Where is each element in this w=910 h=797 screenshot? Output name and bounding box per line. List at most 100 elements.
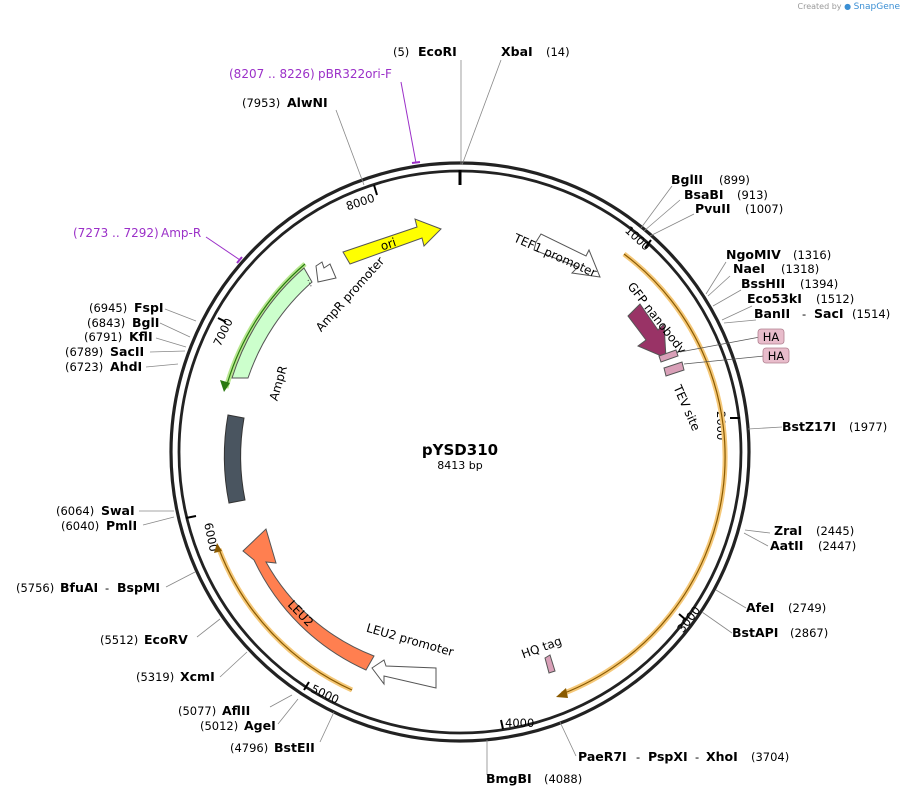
site-ngomiv-pos: (1316) [793,248,831,262]
orf-arc-ampr-core [225,263,306,389]
site-bsabi-pos: (913) [737,188,768,202]
site-aatii-name: AatII [770,538,803,553]
site-zrai-name: ZraI [774,523,802,538]
feature-ori-label: ori [379,235,398,253]
credit-prefix: Created by [797,2,842,11]
site-paer7i-sep1: - [636,750,640,764]
site-eco53ki-name: Eco53kI [747,291,802,306]
primer-ampr-arrow [236,256,243,264]
site-sacii-pos: (6789) [65,345,103,359]
feature-ampr-promoter-label: AmpR promoter [313,254,387,334]
site-banii-pos: (1514) [852,307,890,321]
site-bfuai-pos: (5756) [16,581,54,595]
site-aatii-pos: (2447) [818,539,856,553]
site-kfli-name: KflI [129,329,153,344]
site-bstz17i-pos: (1977) [849,420,887,434]
site-ahdi-name: AhdI [110,359,142,374]
feature-leu2-promoter-label: LEU2 promoter [365,621,456,659]
primer-pbr322ori-leader [400,81,417,164]
tick-3000: 3000 [674,603,703,635]
tick-label-6000: 6000 [201,521,221,553]
feature-ori[interactable] [342,218,442,265]
site-bfuai-name: BfuAI [60,580,98,595]
feature-ampr-label: AmpR [267,364,290,402]
site-pvuii-name: PvuII [695,201,731,216]
primer-pbr322ori-arrow [411,161,421,164]
backbone-outer [169,161,751,743]
feature-ha2-box[interactable] [762,347,790,364]
site-bmgbi-name: BmgBI [486,771,532,786]
site-alwni-name: AlwNI [287,95,328,110]
site-agei-pos: (5012) [200,719,238,733]
orf-arc-left-core [218,548,353,691]
primer-pbr322ori-name: pBR322ori-F [318,67,392,81]
tick-label-7000: 7000 [210,316,235,348]
tick-label-1000: 1000 [622,223,653,253]
site-ahdi-pos: (6723) [65,360,103,374]
site-naei-pos: (1318) [781,262,819,276]
site-bsteii-name: BstEII [274,740,315,755]
credit-brand: SnapGene [853,2,900,12]
ha2-leader [683,355,765,365]
primer-ampr-range: (7273 .. 7292) [73,226,159,240]
feature-gfp-nanobody[interactable] [627,303,667,359]
site-ecorv-name: EcoRV [144,632,188,647]
site-ecori-name: EcoRI [418,44,457,59]
feature-cen-ars-label: CEN/ARS [256,451,276,506]
site-afei-pos: (2749) [788,601,826,615]
tick-1000: 1000 [622,223,653,253]
orf-arc-right-head [556,688,568,698]
primer-ampr-leader [205,236,241,261]
site-fspi-name: FspI [134,300,164,315]
site-banii-name: BanII [754,306,790,321]
tick-label-3000: 3000 [674,603,703,635]
site-agei-name: AgeI [244,718,276,733]
site-swai-name: SwaI [101,503,135,518]
site-bspmi-name: BspMI [117,580,160,595]
feature-ampr[interactable] [231,267,313,379]
site-ecori-pos: (5) [393,45,409,59]
site-pmli-pos: (6040) [61,519,99,533]
tick-7000: 7000 [210,316,235,348]
site-aflii-name: AflII [222,703,250,718]
site-xcmi-name: XcmI [180,669,215,684]
feature-tef1-promoter[interactable] [533,233,601,278]
site-bsshii-name: BssHII [741,276,785,291]
site-sacii-name: SacII [110,344,144,359]
feature-ampr-promoter[interactable] [315,261,337,283]
site-bsteii-pos: (4796) [230,741,268,755]
site-bglii-pos: (899) [719,173,750,187]
site-paer7i-sep2: - [695,750,699,764]
site-bgli-pos: (6843) [87,316,125,330]
feature-ha2-label: HA [768,349,785,363]
snapgene-credit: Created by ● SnapGene [798,2,901,12]
site-aflii-pos: (5077) [178,704,216,718]
primer-pbr322ori-range: (8207 .. 8226) [229,67,315,81]
feature-leu2-promoter[interactable] [371,659,437,689]
site-pspxi-name: PspXI [648,749,688,764]
site-alwni-pos: (7953) [242,96,280,110]
feature-hq-tag-label: HQ tag [519,634,563,662]
site-ngomiv-name: NgoMIV [726,247,781,262]
site-naei-name: NaeI [733,261,765,276]
feature-tev-site[interactable] [663,361,685,377]
orf-arc-ampr-head [220,380,230,392]
site-xbai-pos: (14) [546,45,570,59]
site-bmgbi-pos: (4088) [544,772,582,786]
site-bsshii-pos: (1394) [800,277,838,291]
site-xhoi-name: XhoI [706,749,738,764]
feature-leu2[interactable] [242,528,375,671]
tick-2000: 2000 [714,411,740,440]
site-pvuii-pos: (1007) [745,202,783,216]
site-bstapi-name: BstAPI [732,625,778,640]
tick-label-4000: 4000 [505,716,534,730]
feature-cen-ars[interactable] [223,414,246,504]
site-xcmi-pos: (5319) [136,670,174,684]
feature-ha1-box[interactable] [757,328,785,345]
snapgene-logo-icon: ● [844,2,852,11]
tick-6000: 6000 [185,515,221,553]
feature-hq-tag[interactable] [544,654,556,674]
site-labels: (5) EcoRI XbaI (14) (7953) AlwNI BglII (… [16,44,890,786]
feature-tag-1[interactable] [658,349,679,363]
